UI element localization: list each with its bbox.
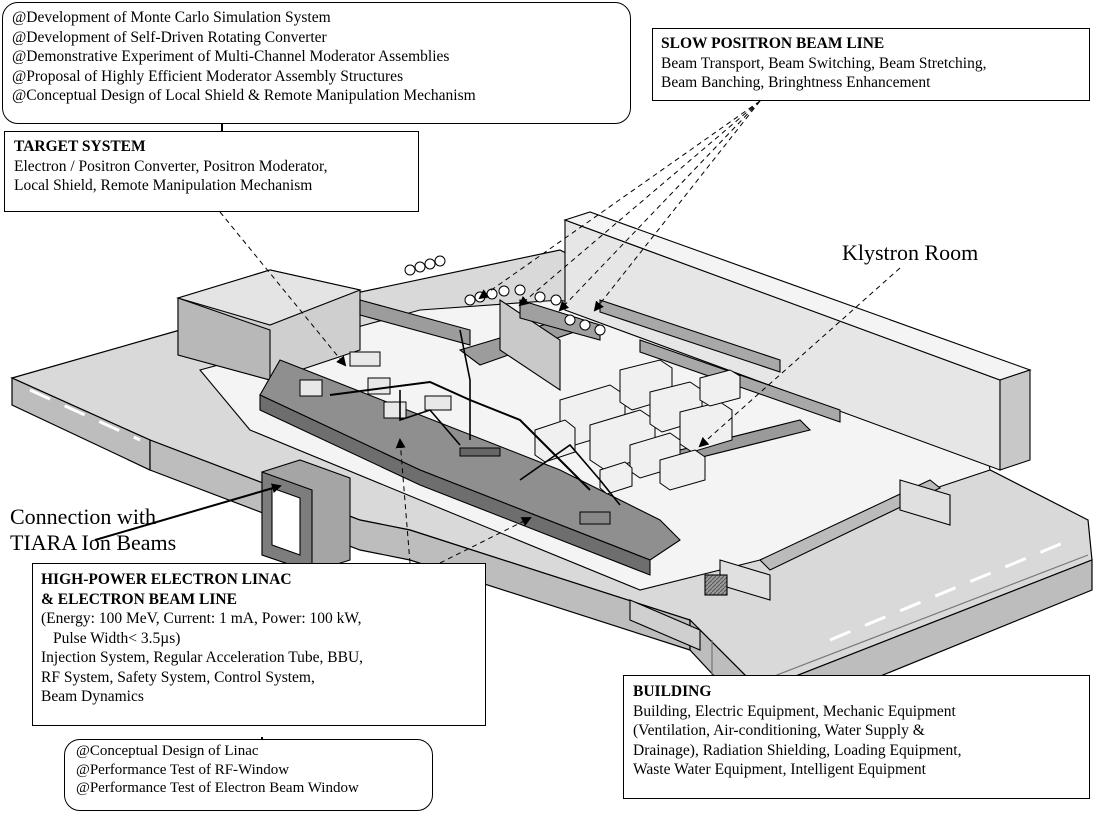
target-system-box: TARGET SYSTEM Electron / Positron Conver… bbox=[4, 131, 419, 212]
slow-positron-line-1: Beam Transport, Beam Switching, Beam Str… bbox=[661, 54, 1089, 74]
dev-note-4: @Proposal of Highly Efficient Moderator … bbox=[12, 67, 630, 87]
dev-note-3: @Demonstrative Experiment of Multi-Chann… bbox=[12, 47, 630, 67]
connection-line-2: TIARA Ion Beams bbox=[10, 530, 176, 556]
tiara-connection-label: Connection with TIARA Ion Beams bbox=[10, 504, 176, 556]
linac-note-2: @Performance Test of RF-Window bbox=[76, 761, 432, 780]
linac-box: HIGH-POWER ELECTRON LINAC & ELECTRON BEA… bbox=[32, 563, 486, 726]
slow-positron-line-2: Beam Banching, Bringhtness Enhancement bbox=[661, 73, 1089, 93]
building-title: BUILDING bbox=[633, 682, 1089, 702]
building-line-3: Drainage), Radiation Shielding, Loading … bbox=[633, 741, 1089, 761]
slow-positron-title: SLOW POSITRON BEAM LINE bbox=[661, 34, 1089, 54]
linac-notes-box: @Conceptual Design of Linac @Performance… bbox=[64, 739, 433, 811]
connection-line-1: Connection with bbox=[10, 504, 176, 530]
development-notes-box: @Development of Monte Carlo Simulation S… bbox=[2, 2, 631, 124]
linac-title-1: HIGH-POWER ELECTRON LINAC bbox=[41, 570, 485, 590]
building-line-2: (Ventilation, Air-conditioning, Water Su… bbox=[633, 721, 1089, 741]
building-line-4: Waste Water Equipment, Intelligent Equip… bbox=[633, 760, 1089, 780]
linac-line-3: Beam Dynamics bbox=[41, 687, 485, 707]
target-system-title: TARGET SYSTEM bbox=[14, 137, 418, 157]
linac-note-3: @Performance Test of Electron Beam Windo… bbox=[76, 779, 432, 798]
building-line-1: Building, Electric Equipment, Mechanic E… bbox=[633, 702, 1089, 722]
dev-note-1: @Development of Monte Carlo Simulation S… bbox=[12, 8, 630, 28]
dev-note-2: @Development of Self-Driven Rotating Con… bbox=[12, 28, 630, 48]
linac-spec-2: Pulse Width< 3.5µs) bbox=[41, 629, 485, 649]
linac-title-2: & ELECTRON BEAM LINE bbox=[41, 590, 485, 610]
target-system-line-1: Electron / Positron Converter, Positron … bbox=[14, 157, 418, 177]
linac-note-1: @Conceptual Design of Linac bbox=[76, 742, 432, 761]
slow-positron-box: SLOW POSITRON BEAM LINE Beam Transport, … bbox=[652, 28, 1090, 101]
linac-spec-1: (Energy: 100 MeV, Current: 1 mA, Power: … bbox=[41, 609, 485, 629]
target-system-line-2: Local Shield, Remote Manipulation Mechan… bbox=[14, 176, 418, 196]
building-box: BUILDING Building, Electric Equipment, M… bbox=[623, 675, 1090, 799]
linac-line-2: RF System, Safety System, Control System… bbox=[41, 668, 485, 688]
klystron-room-label: Klystron Room bbox=[842, 240, 978, 266]
dev-note-5: @Conceptual Design of Local Shield & Rem… bbox=[12, 86, 630, 106]
linac-line-1: Injection System, Regular Acceleration T… bbox=[41, 648, 485, 668]
